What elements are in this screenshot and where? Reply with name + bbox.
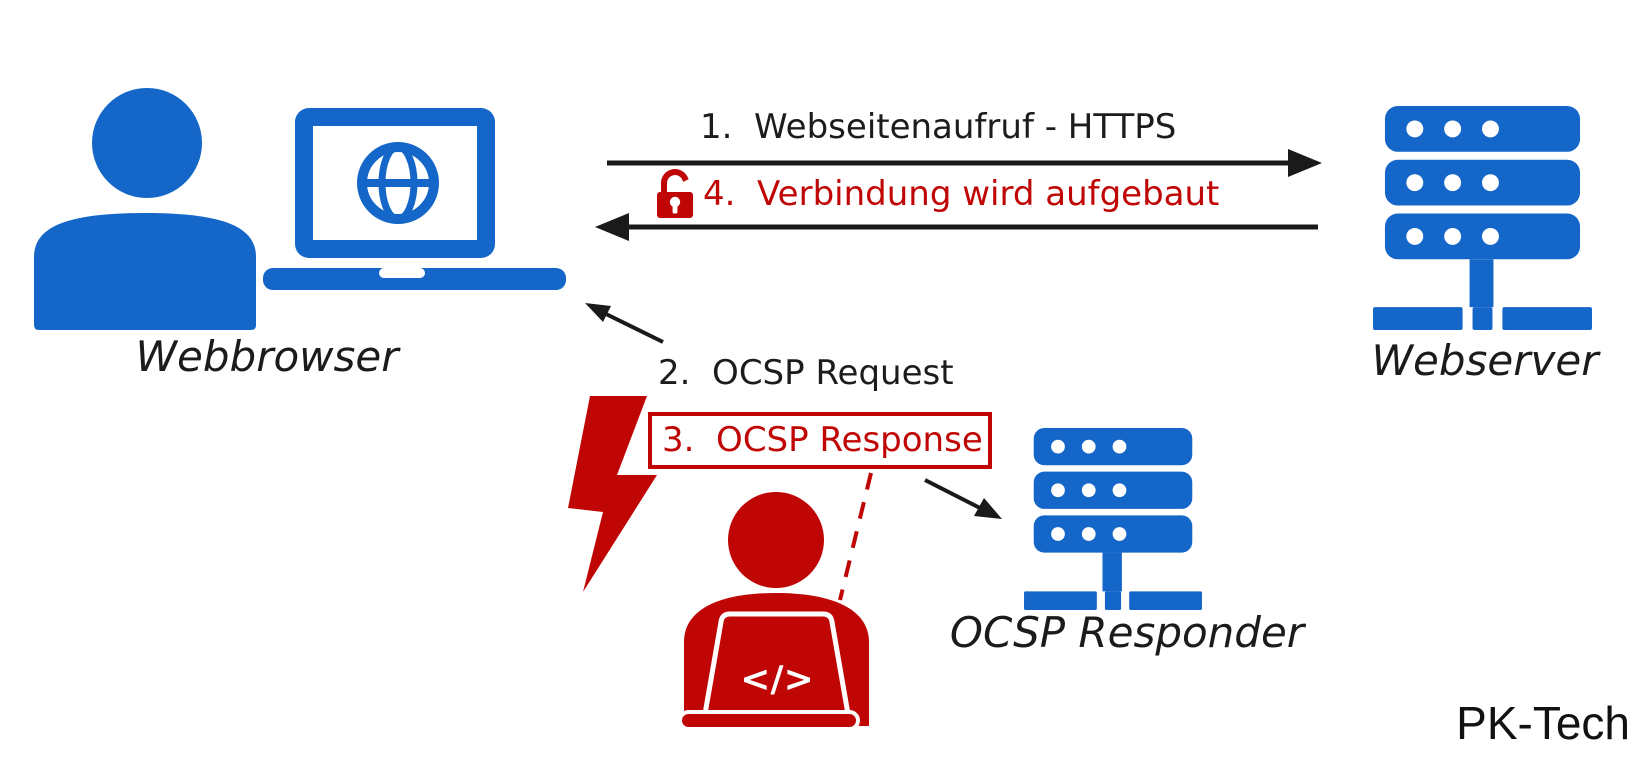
- step4-label: 4. Verbindung wird aufgebaut: [703, 174, 1220, 214]
- ocsp-responder-label: OCSP Responder: [949, 608, 1305, 657]
- ocsp-response-arrow: [924, 478, 1002, 519]
- open-lock-icon: [657, 169, 693, 218]
- ocsp-request-arrow: [585, 303, 664, 344]
- laptop-icon: [263, 108, 566, 290]
- ocsp-responder-icon: [1024, 428, 1202, 610]
- ocsp-response-box: 3. OCSP Response: [648, 412, 992, 469]
- connection-established-arrow: [595, 213, 1318, 241]
- step2-label: 2. OCSP Request: [658, 353, 954, 393]
- step1-label: 1. Webseitenaufruf - HTTPS: [700, 107, 1177, 147]
- globe-icon: [357, 142, 439, 224]
- webserver-label: Webserver: [1371, 336, 1599, 385]
- lightning-bolt-icon: [568, 396, 657, 592]
- user-icon: [34, 88, 256, 330]
- attacker-icon: </>: [680, 492, 869, 730]
- step3-label: 3. OCSP Response: [662, 420, 983, 461]
- code-icon: </>: [740, 659, 813, 700]
- webserver-icon: [1373, 106, 1592, 330]
- watermark: PK-Tech: [1456, 697, 1630, 749]
- webbrowser-label: Webbrowser: [135, 332, 399, 381]
